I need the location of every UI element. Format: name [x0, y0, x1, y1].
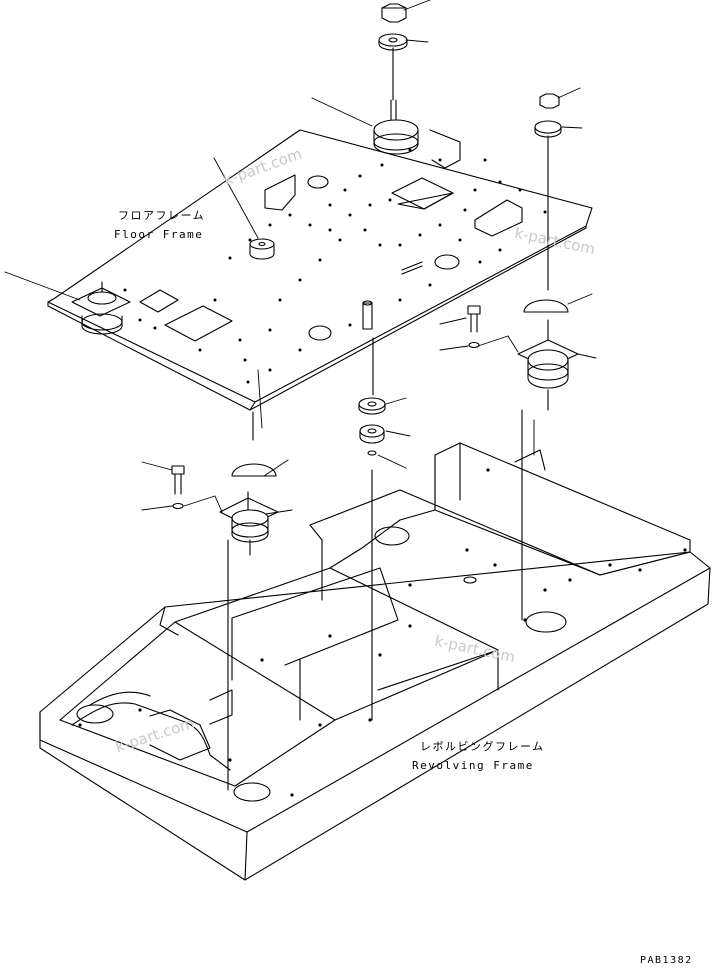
top-mount-stack [373, 3, 419, 155]
revolving-frame [39, 442, 711, 881]
leader-lines [4, 0, 597, 515]
bolts [171, 305, 481, 510]
center-washers [358, 337, 386, 721]
center-mount [249, 238, 275, 260]
right-mount-stack [517, 93, 579, 621]
left-mount [71, 281, 131, 335]
floor-frame-label-en: Floor Frame [114, 228, 204, 241]
revolving-frame-label-en: Revolving Frame [412, 759, 534, 772]
floor-frame [47, 129, 593, 411]
floor-frame-label-jp: フロアフレーム [118, 209, 206, 222]
revolving-frame-label-jp: レボルビングフレーム [420, 740, 545, 753]
left-lower-mount [219, 411, 279, 791]
drawing-code: PAB1382 [640, 955, 693, 966]
